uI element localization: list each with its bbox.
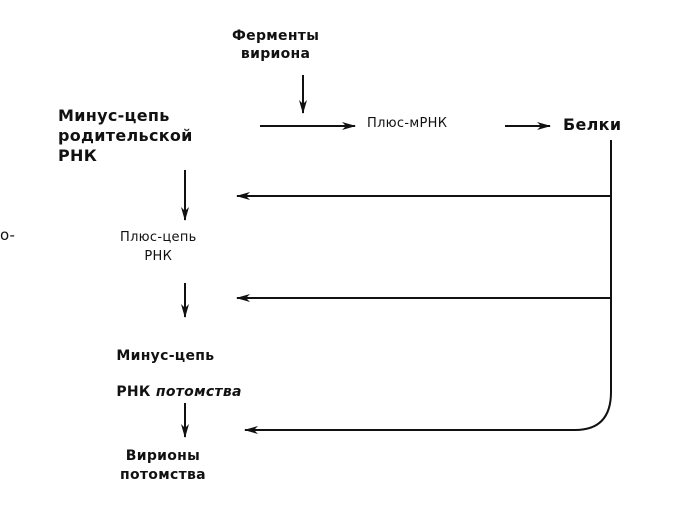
node-plus-mrna: Плюс-мРНК bbox=[367, 116, 448, 131]
node-progeny-minus-strand: Минус-цепь РНК потомства bbox=[106, 329, 242, 401]
progeny-minus-line1: Минус-цепь bbox=[116, 348, 215, 364]
node-virion-enzymes: Ферменты вириона bbox=[232, 28, 320, 62]
edge-fragment-text: о- bbox=[0, 226, 16, 244]
node-proteins: Белки bbox=[563, 115, 622, 134]
node-parental-minus-strand: Минус-цепь родительской РНК bbox=[58, 106, 193, 165]
progeny-minus-line2a: РНК bbox=[116, 384, 156, 400]
progeny-minus-line2b: потомства bbox=[155, 384, 242, 400]
node-plus-strand: Плюс-цепь РНК bbox=[120, 230, 197, 264]
feedback-line-proteins bbox=[244, 140, 612, 434]
node-progeny-virions: Вирионы потомства bbox=[120, 448, 206, 483]
